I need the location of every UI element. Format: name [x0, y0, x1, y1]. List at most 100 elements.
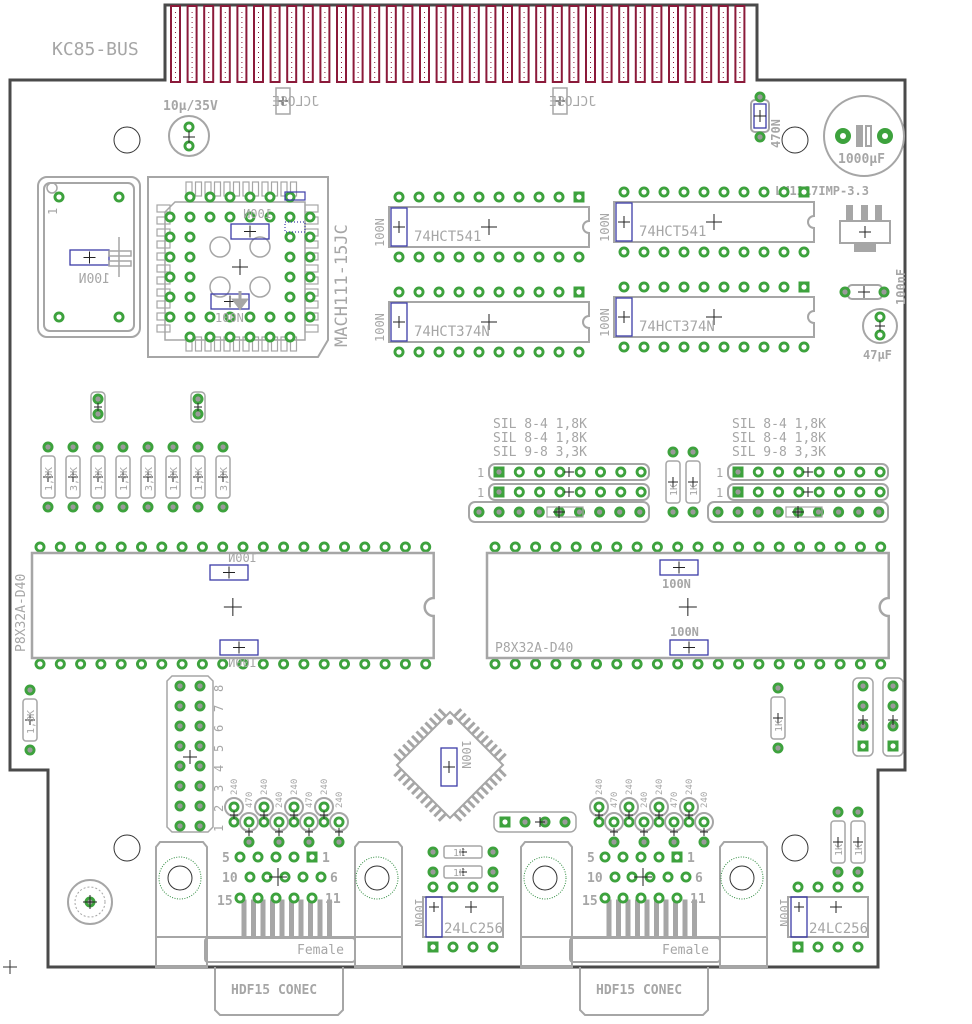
- pad-hole: [735, 509, 741, 515]
- resistor-label: 1K: [774, 720, 785, 732]
- arrow-icon: [231, 291, 249, 311]
- origin-cross-icon: [320, 811, 328, 819]
- pad-hole: [456, 194, 462, 200]
- pin-trace: [673, 899, 678, 938]
- pad-hole: [576, 289, 582, 295]
- dip-outline: [613, 296, 815, 338]
- resistor-label: 240: [275, 792, 285, 808]
- pad-hole: [197, 763, 203, 769]
- pad-hole: [556, 194, 562, 200]
- pad-hole: [741, 249, 747, 255]
- pad-hole: [638, 895, 644, 901]
- pad-hole: [890, 723, 896, 729]
- resistor-small: [90, 391, 106, 423]
- pad-hole: [291, 819, 297, 825]
- pad-hole: [167, 294, 173, 300]
- pad-hole: [70, 504, 76, 510]
- pad-hole: [247, 214, 253, 220]
- capacitor-47u: 47µF: [862, 308, 898, 362]
- resistor-1k-c: 1K: [830, 806, 846, 878]
- origin-cross-icon: [700, 828, 708, 836]
- pad-hole: [197, 803, 203, 809]
- pad-hole: [396, 349, 402, 355]
- silkscreen-outline: [707, 501, 889, 523]
- pad-hole: [576, 254, 582, 260]
- cap-label: 47µF: [863, 348, 892, 362]
- mount-pad: [158, 856, 202, 900]
- pad-hole: [267, 194, 273, 200]
- origin-cross-icon: [43, 472, 53, 482]
- pad-hole: [307, 294, 313, 300]
- pad-hole: [306, 839, 312, 845]
- origin-cross-icon: [706, 214, 722, 230]
- silkscreen-outline: [232, 181, 241, 197]
- capacitor-outline: [230, 223, 270, 240]
- pad-hole: [634, 544, 640, 550]
- capacitor-outline: [69, 249, 110, 266]
- silkscreen-outline: [280, 336, 288, 352]
- origin-cross-icon: [618, 311, 630, 323]
- resistor-8: 3,3K: [215, 441, 231, 513]
- dip-outline: [388, 301, 590, 343]
- pad-hole: [876, 509, 882, 515]
- pad-hole: [775, 745, 781, 751]
- mount-pad: [355, 856, 399, 900]
- pad-hole: [533, 661, 539, 667]
- pad-hole: [596, 819, 602, 825]
- pad-hole: [801, 284, 807, 290]
- header-pin-label: 4: [212, 765, 226, 772]
- pad-hole: [602, 895, 608, 901]
- edge-finger: [236, 5, 248, 83]
- pad-hole: [197, 723, 203, 729]
- mount-hole: [167, 865, 193, 891]
- pad-hole: [536, 194, 542, 200]
- pad-hole: [56, 314, 62, 320]
- pad-hole: [496, 194, 502, 200]
- silkscreen-outline: [194, 181, 203, 197]
- origin-cross-icon: [564, 467, 574, 477]
- mounting-hole: [113, 126, 141, 154]
- pad-hole: [860, 703, 866, 709]
- pad-hole: [665, 874, 671, 880]
- pad-hole: [264, 874, 270, 880]
- pad-hole: [341, 661, 348, 667]
- pad-hole: [187, 194, 193, 200]
- pad-hole: [757, 94, 763, 100]
- pad-hole: [300, 874, 306, 880]
- qfp-body: [395, 710, 505, 820]
- pad-hole: [537, 489, 543, 495]
- pad-hole: [671, 839, 677, 845]
- pad-hole: [267, 334, 273, 340]
- pad-hole: [287, 234, 293, 240]
- pad-hole: [197, 683, 203, 689]
- pad-hole: [291, 854, 297, 860]
- resistor-label: 3,3K: [69, 467, 80, 491]
- pad-hole: [197, 743, 203, 749]
- pad-hole: [56, 194, 62, 200]
- pad-hole: [761, 189, 767, 195]
- pad-hole: [715, 661, 721, 667]
- edge-finger: [419, 5, 430, 83]
- pad-hole: [159, 661, 165, 667]
- pad-hole: [817, 544, 823, 550]
- pad-hole: [683, 874, 689, 880]
- origin-cross-icon: [443, 761, 455, 773]
- pad-hole: [307, 274, 313, 280]
- edge-finger: [435, 5, 447, 83]
- resistor-small: [190, 391, 206, 423]
- pad-hole: [618, 489, 624, 495]
- pad-hole: [860, 743, 866, 749]
- pad-hole: [641, 839, 647, 845]
- capacitor-outline: [210, 293, 250, 310]
- cap-label: 100N: [79, 272, 110, 287]
- pad-hole: [436, 349, 442, 355]
- pad-hole: [321, 804, 327, 810]
- cap-label: 100N: [373, 218, 387, 247]
- edge-finger: [684, 5, 696, 83]
- cap-body: [168, 115, 210, 157]
- pad-hole: [661, 344, 667, 350]
- pin-label: 15: [217, 894, 233, 909]
